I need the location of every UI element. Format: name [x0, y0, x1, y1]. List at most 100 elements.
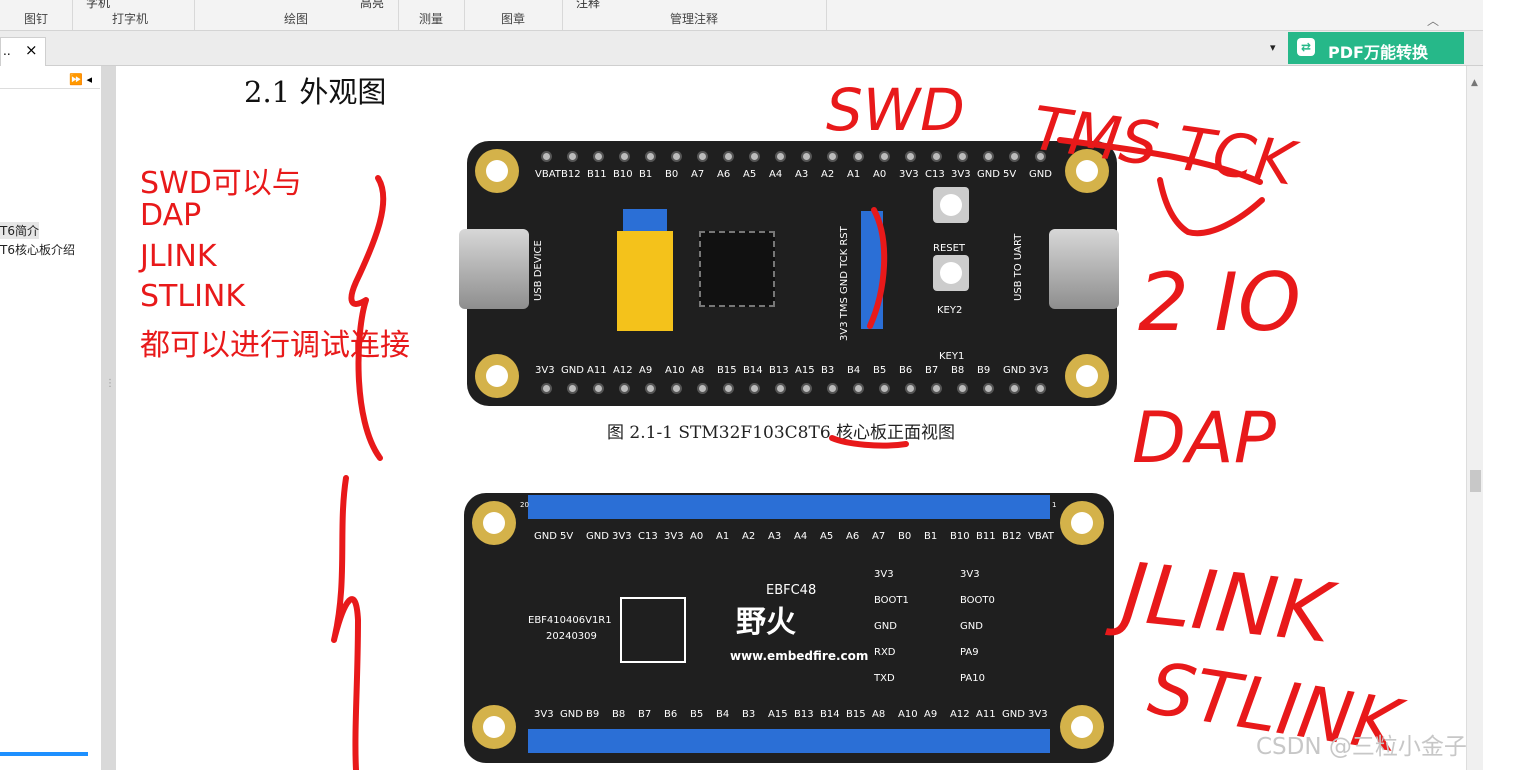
sidebar-collapse-icons[interactable]: ⏩ ◂	[69, 73, 92, 86]
key1-label: KEY1	[939, 351, 965, 362]
header-pin	[827, 383, 838, 394]
pin-label: GND	[561, 365, 584, 376]
pin-label: B7	[925, 365, 939, 376]
ribbon-top-label: 注释	[576, 0, 601, 10]
pin-label: VBAT	[535, 169, 561, 180]
pin-label: B5	[873, 365, 887, 376]
header-pin	[801, 151, 812, 162]
vertical-scrollbar[interactable]: ▲	[1466, 66, 1484, 770]
pin-label: 3V3	[1029, 365, 1049, 376]
header-pin	[645, 151, 656, 162]
top-pin-header	[528, 495, 1050, 519]
pin-label: A9	[924, 709, 938, 720]
header-pin	[775, 151, 786, 162]
header-pin	[697, 151, 708, 162]
pin-label: A5	[743, 169, 757, 180]
annotation-line: SWD可以与	[140, 166, 302, 201]
ribbon-group-label: 图钉	[23, 12, 48, 26]
scroll-thumb[interactable]	[1470, 470, 1481, 492]
pin-label: B0	[665, 169, 679, 180]
pin-label: A8	[691, 365, 705, 376]
tab-dropdown-icon[interactable]: ▾	[1270, 41, 1276, 54]
pdf-convert-button[interactable]: ⇄ PDF万能转换	[1288, 32, 1464, 64]
ribbon-group-typewriter[interactable]: 字机 打字机	[72, 0, 195, 30]
pin-label: A11	[976, 709, 996, 720]
signal-label: GND	[874, 621, 897, 632]
pin-label: 5V	[1003, 169, 1017, 180]
pin-label: GND	[1003, 365, 1026, 376]
qr-placeholder	[620, 597, 686, 663]
panel-splitter[interactable]: ⋮	[101, 66, 116, 770]
pin-label: B8	[612, 709, 626, 720]
header-pin	[931, 383, 942, 394]
signal-label: RXD	[874, 647, 896, 658]
close-icon[interactable]: ×	[25, 41, 38, 59]
document-tab[interactable]: .. ×	[0, 37, 46, 66]
header-pin	[905, 383, 916, 394]
pin-label: A2	[742, 531, 756, 542]
pin-label: 3V3	[535, 365, 555, 376]
pin-label: C13	[638, 531, 658, 542]
header-pin	[957, 383, 968, 394]
chevron-up-icon[interactable]: ︿	[1426, 14, 1439, 28]
pin-label: GND	[534, 531, 557, 542]
mount-hole	[472, 705, 516, 749]
pdf-convert-label: PDF万能转换	[1328, 43, 1428, 62]
pin-label: A9	[639, 365, 653, 376]
pin-label: B6	[664, 709, 678, 720]
ribbon-group-label: 绘图	[283, 12, 308, 26]
mount-hole	[475, 354, 519, 398]
pin-label: A10	[898, 709, 918, 720]
mount-hole	[1065, 354, 1109, 398]
outline-item[interactable]: T6核心板介绍	[0, 243, 75, 257]
mcu-chip	[699, 231, 775, 307]
pin-label: A15	[795, 365, 815, 376]
pin-label: 5V	[560, 531, 574, 542]
pin-label: A7	[872, 531, 886, 542]
pin-label: B4	[847, 365, 861, 376]
pin-label: B5	[690, 709, 704, 720]
pin-label: B10	[613, 169, 633, 180]
pin-label: A3	[795, 169, 809, 180]
usb-uart-label: USB TO UART	[1013, 233, 1024, 301]
signal-label: TXD	[874, 673, 895, 684]
ribbon-group-measure[interactable]: 测量	[398, 0, 465, 30]
sidebar-controls[interactable]: ⏩ ◂	[0, 72, 100, 89]
pin-label: B12	[561, 169, 581, 180]
header-pin	[1035, 383, 1046, 394]
pin-label: A12	[613, 365, 633, 376]
header-pin	[567, 383, 578, 394]
pin-label: A1	[847, 169, 861, 180]
pin-label: A4	[794, 531, 808, 542]
document-tab-label: ..	[3, 44, 11, 58]
ribbon-group-manage-comments[interactable]: 注释 管理注释	[562, 0, 827, 30]
mount-hole	[1060, 501, 1104, 545]
ribbon-group-pin[interactable]: 图钉	[0, 0, 73, 30]
pin-label: 3V3	[951, 169, 971, 180]
signal-label: 3V3	[960, 569, 980, 580]
ribbon-group-stamp[interactable]: 图章	[464, 0, 563, 30]
mount-hole	[1065, 149, 1109, 193]
header-pin	[983, 383, 994, 394]
annotation-line: DAP	[140, 198, 202, 233]
pin-label: A5	[820, 531, 834, 542]
ribbon-group-draw[interactable]: 高亮 绘图	[194, 0, 399, 30]
pin-label: B11	[587, 169, 607, 180]
pin-label: A0	[873, 169, 887, 180]
header-pin	[1009, 151, 1020, 162]
signal-label: 3V3	[874, 569, 894, 580]
outline-item[interactable]: T6简介	[0, 222, 39, 239]
convert-icon: ⇄	[1297, 38, 1315, 56]
header-pin	[905, 151, 916, 162]
scroll-up-icon[interactable]: ▲	[1471, 78, 1478, 88]
header-pin	[957, 151, 968, 162]
pin-label: GND	[560, 709, 583, 720]
pin-label: B3	[742, 709, 756, 720]
annotation-line: STLINK	[140, 279, 246, 314]
header-pin	[1035, 151, 1046, 162]
ribbon-toolbar: 图钉 字机 打字机 高亮 绘图 测量 图章 注释 管理注释 ︿	[0, 0, 1483, 31]
pin-label: A8	[872, 709, 886, 720]
header-pin	[645, 383, 656, 394]
pin-label: B9	[977, 365, 991, 376]
